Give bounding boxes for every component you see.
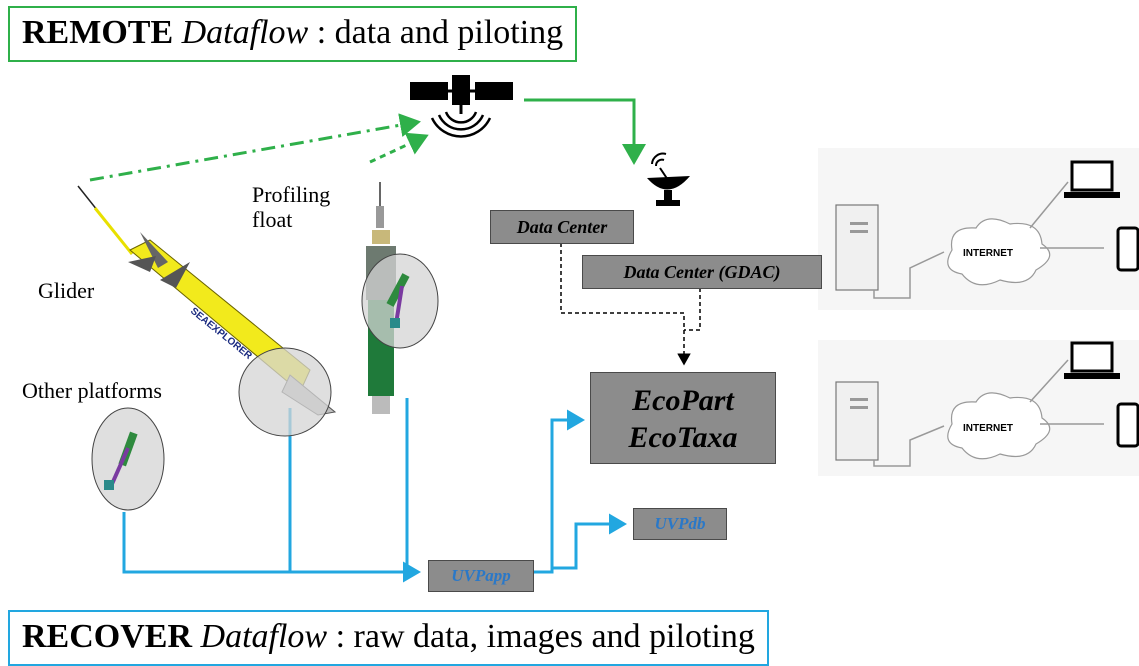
glider-label: Glider xyxy=(38,278,95,303)
other-platforms-label: Other platforms xyxy=(22,378,162,403)
data-center-gdac-box: Data Center (GDAC) xyxy=(582,255,822,289)
satellite-dish-icon xyxy=(647,152,690,206)
ecopart-ecotaxa-box: EcoPart EcoTaxa xyxy=(590,372,776,464)
internet-label-top: INTERNET xyxy=(963,248,1013,259)
remote-title-rest: : data and piloting xyxy=(308,14,564,51)
uvpapp-box: UVPapp xyxy=(428,560,534,592)
recover-dataflow-title: RECOVER Dataflow : raw data, images and … xyxy=(8,610,769,666)
internet-network-bottom: INTERNET xyxy=(818,340,1139,476)
profiling-float-label-line1: Profiling xyxy=(252,182,331,207)
satellite-icon xyxy=(410,75,513,138)
data-center-box: Data Center xyxy=(490,210,634,244)
remote-dataflow-lines xyxy=(89,98,646,182)
profiling-float-label-line2: float xyxy=(252,207,293,233)
ecopart-label: EcoPart xyxy=(632,384,734,417)
remote-title-bold: REMOTE xyxy=(22,14,174,51)
uvpdb-box: UVPdb xyxy=(633,508,727,540)
recover-title-bold: RECOVER xyxy=(22,618,193,655)
remote-title-italic: Dataflow xyxy=(181,14,309,51)
remote-dataflow-title: REMOTE Dataflow : data and piloting xyxy=(8,6,578,62)
data-center-links xyxy=(560,243,701,366)
recover-title-rest: : raw data, images and piloting xyxy=(327,618,755,655)
recover-dataflow-lines xyxy=(122,398,627,583)
ecotaxa-label: EcoTaxa xyxy=(628,421,738,454)
profiling-float-label: Profiling float xyxy=(252,182,330,233)
recover-title-italic: Dataflow xyxy=(200,618,328,655)
sensor-zoom-circles xyxy=(91,253,439,511)
internet-network-top: INTERNET xyxy=(818,148,1139,310)
internet-label-bottom: INTERNET xyxy=(963,423,1013,434)
